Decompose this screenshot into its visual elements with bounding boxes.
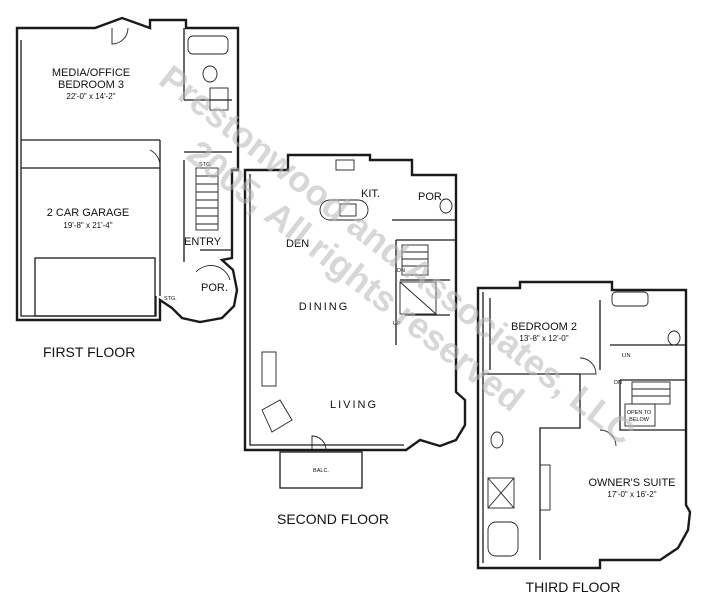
owner-tub [487,521,519,557]
open-to-below-label-1: OPEN TO [627,410,652,416]
built-in-cabinet [261,351,277,387]
garage-label: 2 CAR GARAGE [47,207,130,219]
bedroom-3-label: BEDROOM 3 [58,79,124,91]
third-floor-stairs [624,381,671,427]
toilet [202,65,218,83]
second-floor-stairs [399,244,437,315]
porch-arc [195,265,231,281]
owners-suite-label: OWNER'S SUITE [588,477,675,489]
second-floor-outer-wall [243,153,467,452]
bed2-toilet [667,330,681,346]
balcony-door-swing [311,435,327,451]
shower-line [487,477,515,509]
dining-label: DINING [299,301,350,313]
third-floor-plan: BEDROOM 2 13'-8" x 12'-0" OWNER'S SUITE … [476,280,692,595]
copyright-watermark: Prestonwood and Associates, LLC 2005, Al… [152,57,643,453]
den-label: DEN [286,238,309,250]
shower [487,477,515,509]
linen-label: LIN [622,353,631,359]
entry-label: ENTRY [184,236,222,248]
garage-dimension: 19'-8" x 21'-4" [63,221,112,230]
tub [187,35,229,55]
kitchen-label: KIT. [361,188,380,200]
powder-toilet [439,198,453,214]
balcony-label: BALC. [313,468,329,474]
third-down-label: DN [614,380,622,386]
second-up-label: UP [393,321,401,327]
fireplace [261,399,293,433]
vanity [209,87,229,111]
door-swing [579,357,597,375]
third-floor-outer-wall [476,280,692,570]
balcony-outline [279,451,363,489]
second-down-label: DN [397,268,405,274]
third-floor-title: THIRD FLOOR [526,579,621,595]
watermark-line-1: Prestonwood and Associates, LLC [152,57,643,453]
door-swing [111,27,129,45]
owner-vanity [539,464,551,511]
bed2-tub [611,291,649,307]
first-floor-title: FIRST FLOOR [43,344,135,360]
storage-label-1: STG. [199,162,212,168]
owner-toilet [490,431,504,449]
garage-door [34,257,156,317]
bedroom-2-dimension: 13'-8" x 12'-0" [519,334,568,343]
watermark-line-2: 2005, All rights reserved [180,132,532,420]
third-floor-inner-wall [482,292,686,563]
first-porch-label: POR. [201,282,228,294]
door-swing [599,429,617,447]
open-to-below-label-2: BELOW [629,417,650,423]
owners-suite-dimension: 17'-0" x 16'-2" [607,490,656,499]
living-label: LIVING [330,399,378,411]
cooktop [339,203,357,217]
first-floor-outer-wall [15,16,240,324]
second-floor-title: SECOND FLOOR [277,511,389,527]
media-office-dimension: 22'-0" x 14'-2" [66,92,115,101]
second-porch-label: POR. [418,191,445,203]
kitchen-island [319,199,369,221]
first-floor-plan: MEDIA/OFFICE BEDROOM 3 22'-0" x 14'-2" 2… [15,16,240,360]
first-floor-stairs [195,167,219,231]
kitchen-sink [335,159,355,171]
media-office-label: MEDIA/OFFICE [52,67,130,79]
bedroom-2-label: BEDROOM 2 [511,321,577,333]
second-floor-inner-wall [249,174,456,446]
door-swing [149,149,161,169]
storage-label-2: STG. [164,296,177,302]
second-floor-plan: KIT. POR. DEN DINING LIVING BALC. DN UP … [243,153,467,527]
